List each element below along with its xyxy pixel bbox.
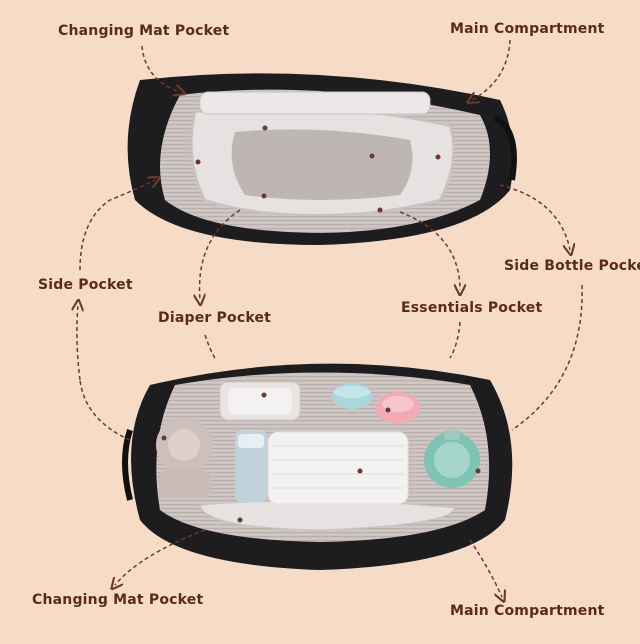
arrow-changing-mat-top xyxy=(141,45,180,92)
pointer-dot xyxy=(369,153,375,159)
top-bag xyxy=(127,73,517,245)
label-changing-mat-pocket-top: Changing Mat Pocket xyxy=(58,23,230,39)
pacifier-case-pink xyxy=(376,392,420,424)
pointer-dot xyxy=(357,468,363,474)
pointer-dot xyxy=(385,407,391,413)
label-side-pocket: Side Pocket xyxy=(38,277,133,293)
dashed-arrows xyxy=(77,39,583,597)
label-main-compartment-bottom: Main Compartment xyxy=(450,603,605,619)
label-essentials-pocket: Essentials Pocket xyxy=(401,300,543,316)
pointer-dot xyxy=(195,159,201,165)
arrow-side-pocket-up xyxy=(79,180,155,271)
label-main-compartment-top: Main Compartment xyxy=(450,21,605,37)
pacifier-case-teal xyxy=(332,383,372,409)
diaper-stack xyxy=(267,431,409,505)
arrow-essentials-pocket-lower xyxy=(449,321,461,359)
arrow-side-pocket-lower xyxy=(79,379,131,441)
arrow-side-bottle-pocket xyxy=(499,184,570,250)
pointer-dot xyxy=(377,207,383,213)
bottom-bag-handle xyxy=(122,429,133,501)
pointer-dot xyxy=(261,392,267,398)
pointer-dot xyxy=(161,435,167,441)
arrow-changing-mat-bottom xyxy=(115,529,206,585)
label-changing-mat-pocket-bottom: Changing Mat Pocket xyxy=(32,592,204,608)
arrow-side-bottle-pocket-lower xyxy=(511,284,583,431)
arrow-diaper-pocket-lower xyxy=(204,334,217,361)
arrow-essentials-pocket xyxy=(399,211,460,290)
top-bag-inner-well xyxy=(231,129,413,200)
baby-item-container xyxy=(219,381,301,421)
pointer-dot xyxy=(261,193,267,199)
baby-bottle xyxy=(424,430,480,488)
label-diaper-pocket: Diaper Pocket xyxy=(158,310,272,326)
formula-dispenser xyxy=(156,417,212,498)
top-bag-handle xyxy=(493,115,517,181)
pointer-dot xyxy=(237,517,243,523)
arrow-main-compartment-bottom xyxy=(469,539,502,597)
pointer-dot xyxy=(435,154,441,160)
arrow-diaper-pocket xyxy=(200,209,241,300)
arrow-side-pocket-down xyxy=(77,305,80,381)
top-bag-front-pocket xyxy=(199,91,431,115)
bottom-bag xyxy=(122,363,513,570)
arrow-main-compartment-top xyxy=(472,39,511,100)
pointer-dot xyxy=(475,468,481,474)
label-side-bottle-pocket: Side Bottle Pocket xyxy=(504,258,640,274)
pointer-dot xyxy=(262,125,268,131)
bottle-bag xyxy=(235,430,267,502)
